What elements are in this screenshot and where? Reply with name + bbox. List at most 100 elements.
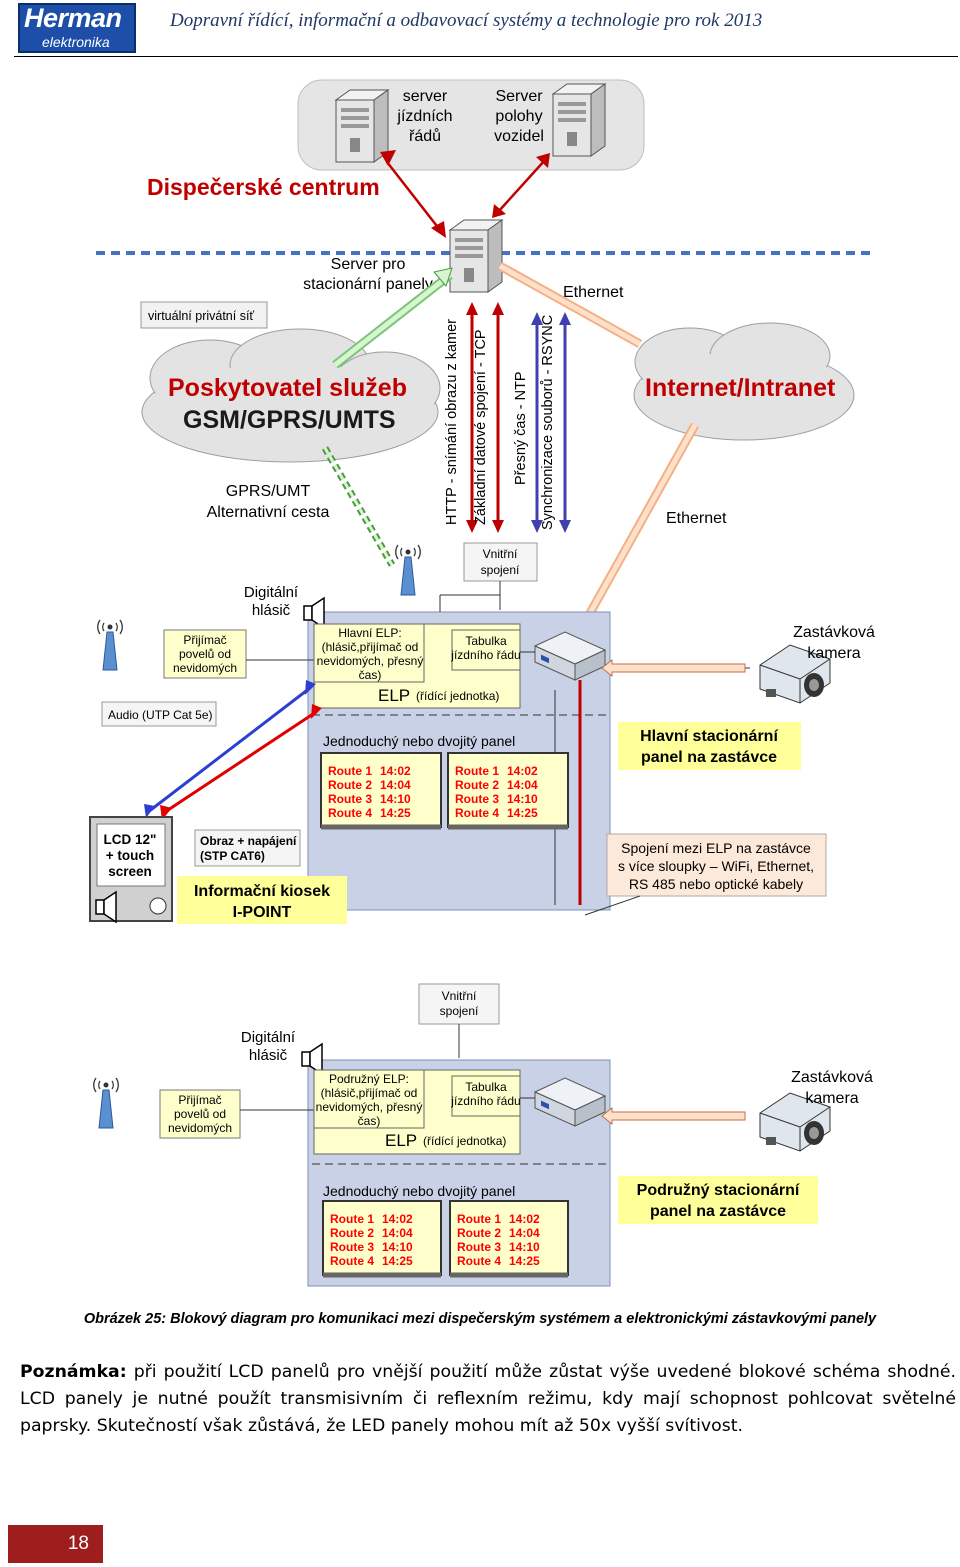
gsm-provider-cloud — [141, 328, 441, 463]
link-timetable-server — [386, 161, 441, 231]
route-name: Route 3 — [457, 1240, 501, 1254]
speaker-label-2: hlásič — [252, 602, 291, 619]
route-time: 14:04 — [507, 778, 538, 792]
kiosk-button-icon — [149, 897, 167, 915]
header-divider — [14, 56, 958, 57]
vpn-label: virtuální privátní síť — [148, 309, 254, 323]
sub-panel-label-1: Podružný stacionární — [637, 1182, 800, 1199]
timetable-server-label-3: řádů — [409, 127, 441, 145]
sub-elp-sublabel: (řídící jednotka) — [423, 1134, 506, 1148]
power-label-1: Obraz + napájení — [200, 834, 297, 848]
main-elp-desc-3: čas) — [359, 668, 382, 682]
inner-link-label-1: Vnitřní — [483, 547, 518, 561]
sub-receiver-antenna-icon — [93, 1077, 119, 1129]
route-time: 14:10 — [507, 792, 538, 806]
sub-camera-label-1: Zastávková — [791, 1069, 873, 1086]
company-logo: Herman elektronika — [18, 3, 136, 53]
sub-timetable-label-2: jízdního řádu — [450, 1094, 520, 1108]
main-elp-desc-2: nevidomých, přesný — [317, 654, 424, 668]
route-time: 14:02 — [509, 1212, 540, 1226]
kiosk-label-box — [177, 876, 347, 924]
protocol-http: HTTP - snímání obrazu z kamer — [444, 319, 460, 525]
main-elp-label: ELP — [378, 686, 410, 705]
sub-receiver-label-3: nevidomých — [168, 1121, 232, 1135]
panel-server-label-2: stacionární panely — [303, 276, 433, 293]
route-name: Route 2 — [330, 1226, 374, 1240]
vehicle-server-label-2: polohy — [495, 108, 542, 125]
link-vehicle-server — [497, 159, 546, 213]
sub-panel-label-box — [618, 1176, 818, 1224]
main-elp-desc-1: (hlásič,přijímač od — [322, 640, 419, 654]
receiver-label-2: povelů od — [179, 647, 231, 661]
audio-label: Audio (UTP Cat 5e) — [108, 708, 213, 722]
sub-receiver-label-1: Přijímač — [178, 1093, 221, 1107]
gsm-provider-label-1: Poskytovatel služeb — [168, 374, 407, 402]
kiosk-label-1: Informační kiosek — [194, 883, 330, 900]
route-time: 14:10 — [509, 1240, 540, 1254]
main-panel-label-1: Hlavní stacionární — [640, 728, 778, 745]
logo-text: Herman — [24, 3, 122, 33]
internet-intranet-cloud — [633, 322, 855, 441]
sub-elp-desc-1: (hlásič,přijímač od — [321, 1086, 418, 1100]
route-time: 14:02 — [382, 1212, 413, 1226]
route-name: Route 1 — [328, 764, 372, 778]
dispatch-center-title: Dispečerské centrum — [147, 174, 380, 200]
sub-speaker-label-2: hlásič — [249, 1047, 288, 1064]
inner-link-sub-label-1: Vnitřní — [442, 989, 477, 1003]
route-time: 14:02 — [380, 764, 411, 778]
links-info-box — [606, 833, 827, 897]
receiver-label-3: nevidomých — [173, 661, 237, 675]
timetable-server-label-2: jízdních — [396, 108, 452, 125]
protocol-ntp: Přesný čas - NTP — [513, 371, 529, 485]
main-elp-sublabel: (řídící jednotka) — [416, 689, 499, 703]
gprs-alt-label-2: Alternativní cesta — [207, 504, 330, 521]
route-name: Route 4 — [330, 1254, 374, 1268]
route-name: Route 4 — [455, 806, 499, 820]
route-time: 14:10 — [382, 1240, 413, 1254]
panel-server-label-1: Server pro — [331, 256, 406, 273]
route-time: 14:25 — [509, 1254, 540, 1268]
sub-camera-label-2: kamera — [805, 1090, 858, 1107]
receiver-antenna-icon — [97, 619, 123, 671]
timetable-server-label-1: server — [403, 88, 448, 105]
note-paragraph: Poznámka: při použití LCD panelů pro vně… — [20, 1359, 956, 1440]
sub-elp-desc-3: čas) — [358, 1114, 381, 1128]
route-name: Route 3 — [330, 1240, 374, 1254]
route-time: 14:10 — [380, 792, 411, 806]
links-info-1: Spojení mezi ELP na zastávce — [621, 840, 811, 856]
vehicle-server-label-3: vozidel — [494, 128, 544, 145]
route-name: Route 2 — [457, 1226, 501, 1240]
timetable-box-main — [451, 629, 521, 671]
protocol-rsync: Synchronizace souborů - RSYNC — [540, 315, 556, 530]
lcd-label-2: + touch — [106, 848, 154, 863]
main-panel-label-2: panel na zastávce — [641, 749, 777, 766]
header-title: Dopravní řídící, informační a odbavovací… — [170, 10, 763, 31]
main-elp-title: Hlavní ELP: — [338, 626, 401, 640]
route-time: 14:02 — [507, 764, 538, 778]
sub-panel-type: Jednoduchý nebo dvojitý panel — [323, 1183, 515, 1199]
main-elp-antenna-icon — [395, 544, 421, 596]
vpn-box — [140, 301, 268, 329]
sub-elp-desc-2: nevidomých, přesný — [316, 1100, 423, 1114]
route-time: 14:25 — [382, 1254, 413, 1268]
receiver-box-sub — [159, 1089, 241, 1139]
kiosk-audio-link — [147, 686, 311, 814]
power-box — [194, 829, 301, 867]
panel-server-icon — [449, 219, 503, 293]
route-time: 14:04 — [380, 778, 411, 792]
inner-link-box-sub — [418, 983, 500, 1025]
route-time: 14:25 — [507, 806, 538, 820]
timetable-label-2: jízdního řádu — [450, 648, 520, 662]
protocol-arrows — [466, 302, 571, 533]
route-name: Route 2 — [328, 778, 372, 792]
main-camera-label-1: Zastávková — [793, 624, 875, 641]
audio-box — [101, 701, 217, 727]
receiver-box-main — [163, 629, 247, 679]
route-name: Route 4 — [457, 1254, 501, 1268]
kiosk-video-link — [164, 710, 317, 814]
timetable-server-icon — [335, 89, 389, 163]
page-number: 18 — [67, 1533, 89, 1554]
route-name: Route 3 — [328, 792, 372, 806]
power-label-2: (STP CAT6) — [200, 849, 265, 863]
